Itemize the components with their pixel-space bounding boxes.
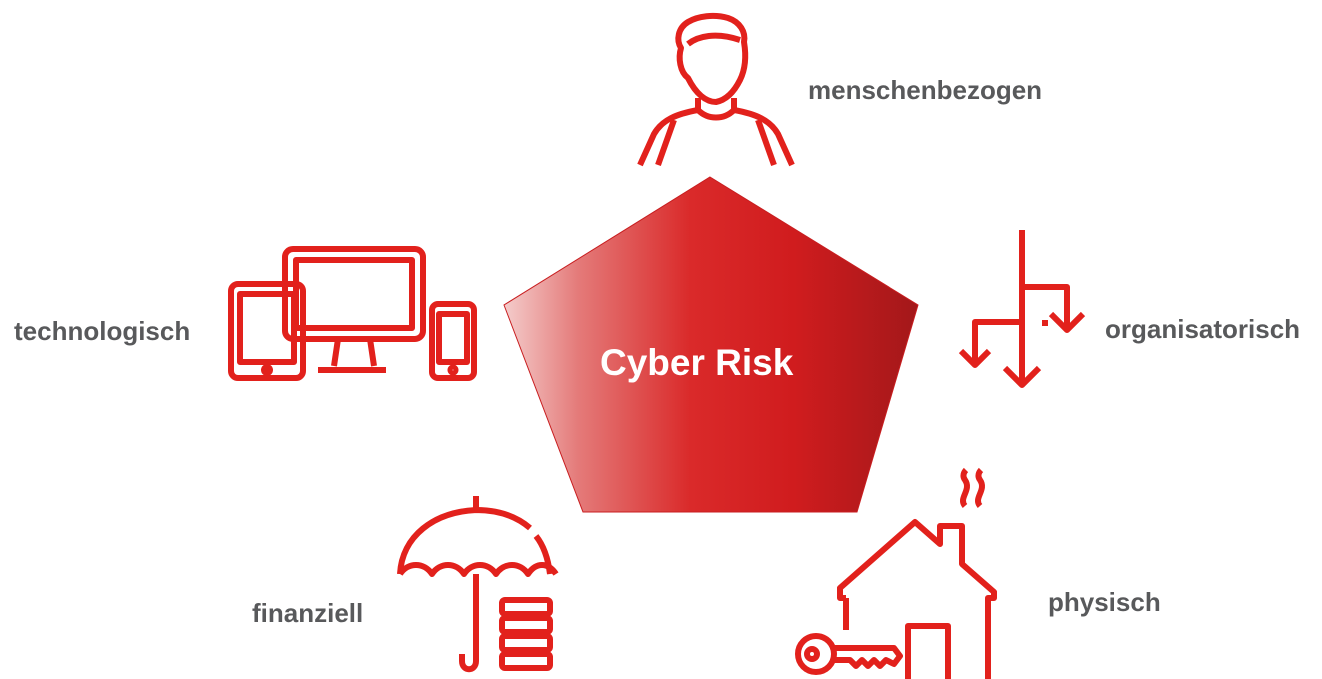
person-icon [637,12,795,167]
label-physisch: physisch [1048,587,1161,617]
label-organisatorisch: organisatorisch [1105,314,1301,344]
umbrella-coins-icon [397,496,559,673]
house-key-icon [795,467,997,679]
label-technologisch: technologisch [14,316,191,346]
label-finanziell: finanziell [252,598,364,628]
devices-icon [228,246,477,381]
org-chart-arrows-icon [958,230,1086,388]
label-menschenbezogen: menschenbezogen [808,75,1043,105]
center-title: Cyber Risk [600,342,794,383]
